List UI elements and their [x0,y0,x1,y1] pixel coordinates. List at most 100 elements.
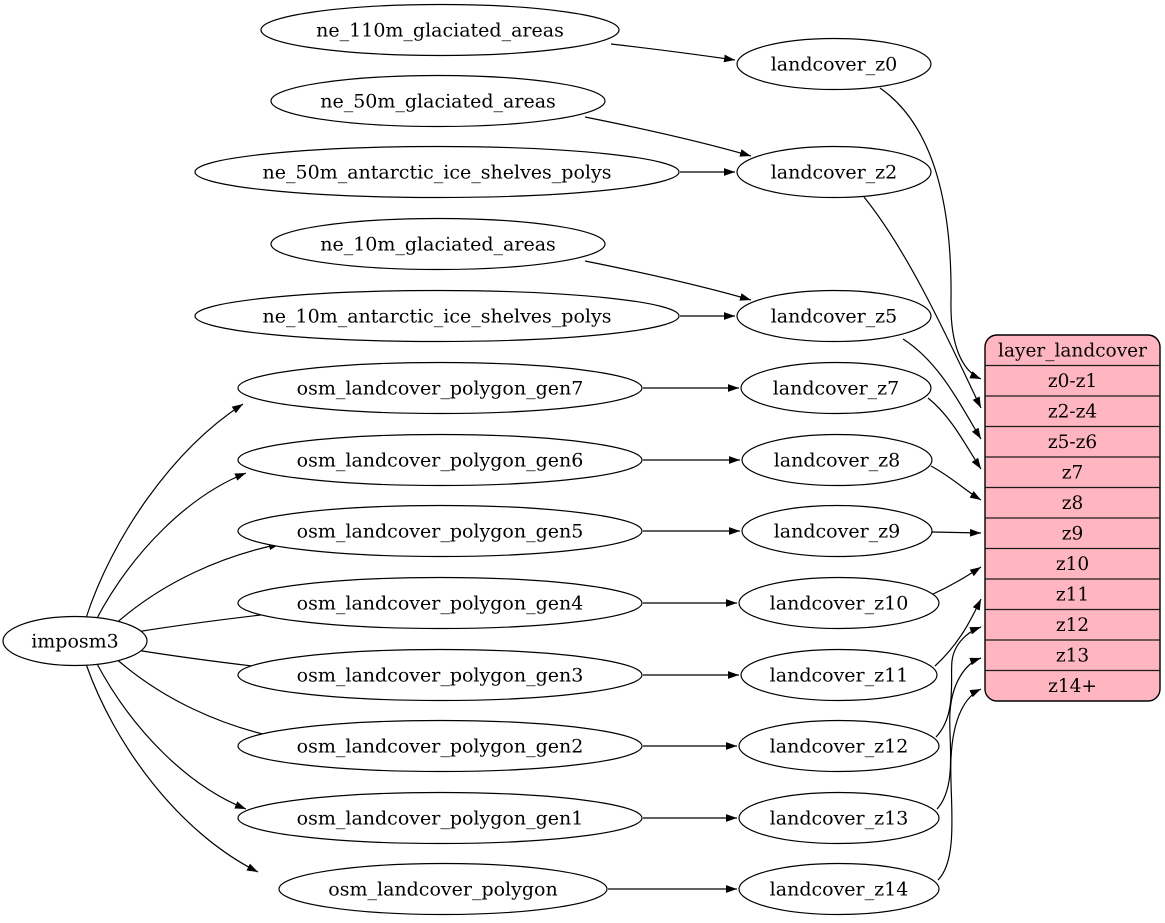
node-osm_landcover_polygon_gen7: osm_landcover_polygon_gen7 [237,361,643,415]
source-label: osm_landcover_polygon_gen1 [297,808,584,830]
edge-imposm3-osm_landcover_polygon_gen7 [85,403,244,619]
source-ellipse [270,217,606,271]
node-ne_10m_glaciated_areas: ne_10m_glaciated_areas [270,217,606,271]
node-landcover_z12: landcover_z12 [738,719,940,773]
view-ellipse [738,862,940,916]
source-label: osm_landcover_polygon_gen4 [297,593,584,615]
view-label: landcover_z2 [771,162,898,184]
edge-landcover_z2-layer-row-z2-z4 [863,196,982,409]
view-ellipse [740,361,932,415]
source-ellipse [194,289,680,343]
edge-imposm3-osm_landcover_polygon_gen5 [112,542,281,627]
view-ellipse [740,648,938,702]
view-label: landcover_z7 [773,378,900,400]
edge-imposm3-osm_landcover_polygon_gen2 [112,655,281,740]
view-ellipse [741,504,933,558]
source-ellipse [237,433,643,487]
view-label: landcover_z14 [770,879,909,901]
layer-row-z13: z13 [1056,646,1089,667]
edge-ne_10m_glaciated_areas-landcover_z5 [584,260,752,301]
layer-row-z0-z1: z0-z1 [1048,371,1097,392]
node-osm_landcover_polygon_gen2: osm_landcover_polygon_gen2 [237,719,643,773]
layer-row-z14plus: z14+ [1048,676,1097,697]
edge-landcover_z0-layer-row-z0-z1 [879,87,982,380]
source-label: ne_110m_glaciated_areas [316,20,564,42]
edge-landcover_z7-layer-row-z7 [927,397,982,470]
source-ellipse [237,361,643,415]
layer-row-z12: z12 [1056,615,1089,636]
node-osm_landcover_polygon_gen1: osm_landcover_polygon_gen1 [237,791,643,845]
edge-landcover_z13-layer-row-z13 [936,657,982,810]
view-label: landcover_z13 [770,808,909,830]
source-ellipse [270,74,606,128]
node-landcover_z13: landcover_z13 [738,791,940,845]
layer-row-z10: z10 [1056,554,1089,575]
edge-imposm3-osm_landcover_polygon [85,663,259,873]
view-label: landcover_z10 [770,593,909,615]
view-ellipse [736,37,932,91]
view-ellipse [738,791,940,845]
node-landcover_z9: landcover_z9 [741,504,933,558]
edge-landcover_z11-layer-row-z11 [934,598,982,667]
edge-landcover_z10-layer-row-z10 [930,566,982,596]
node-ne_50m_antarctic_ice_shelves_polys: ne_50m_antarctic_ice_shelves_polys [194,145,680,199]
layer-row-z11: z11 [1056,585,1089,606]
edge-landcover_z14-layer-row-z14plus [937,688,982,881]
node-landcover_z10: landcover_z10 [738,576,940,630]
view-label: landcover_z9 [774,521,901,543]
view-label: landcover_z11 [770,665,909,687]
view-label: landcover_z12 [770,736,909,758]
source-ellipse [237,648,643,702]
source-ellipse [194,145,680,199]
source-label: ne_50m_glaciated_areas [320,91,556,113]
view-ellipse [736,145,932,199]
layer-row-z5-z6: z5-z6 [1048,432,1097,453]
view-ellipse [738,576,940,630]
source-ellipse [260,3,620,57]
source-label: ne_10m_antarctic_ice_shelves_polys [263,306,612,328]
node-ne_10m_antarctic_ice_shelves_polys: ne_10m_antarctic_ice_shelves_polys [194,289,680,343]
node-osm_landcover_polygon_gen4: osm_landcover_polygon_gen4 [237,576,643,630]
imposm3-label: imposm3 [31,631,119,653]
node-osm_landcover_polygon_gen3: osm_landcover_polygon_gen3 [237,648,643,702]
edge-imposm3-osm_landcover_polygon_gen1 [95,661,247,810]
source-label: osm_landcover_polygon_gen2 [297,736,584,758]
view-ellipse [741,433,933,487]
node-ne_110m_glaciated_areas: ne_110m_glaciated_areas [260,3,620,57]
source-label: osm_landcover_polygon [328,879,557,901]
view-label: landcover_z8 [774,450,901,472]
node-landcover_z11: landcover_z11 [740,648,938,702]
source-label: osm_landcover_polygon_gen6 [297,450,584,472]
layer-row-z2-z4: z2-z4 [1048,402,1097,423]
node-osm_landcover_polygon_gen5: osm_landcover_polygon_gen5 [237,504,643,558]
node-osm_landcover_polygon: osm_landcover_polygon [278,862,608,916]
node-landcover_z5: landcover_z5 [736,289,932,343]
edge-ne_110m_glaciated_areas-landcover_z0 [610,43,736,63]
view-label: landcover_z0 [771,54,898,76]
source-label: ne_50m_antarctic_ice_shelves_polys [263,162,612,184]
node-landcover_z14: landcover_z14 [738,862,940,916]
layer-row-z7: z7 [1062,463,1084,484]
layer-row-z8: z8 [1062,493,1084,514]
edge-imposm3-osm_landcover_polygon_gen6 [95,472,247,621]
edge-landcover_z12-layer-row-z12 [935,626,982,738]
layer-title: layer_landcover [998,341,1147,362]
source-label: osm_landcover_polygon_gen3 [297,665,584,687]
edge-landcover_z9-layer-row-z9 [931,528,982,537]
node-landcover_z8: landcover_z8 [741,433,933,487]
edge-ne_50m_glaciated_areas-landcover_z2 [584,116,752,157]
source-ellipse [237,791,643,845]
node-layer_landcover: layer_landcover z0-z1 z2-z4 z5-z6 z7 z8 … [984,334,1161,702]
source-ellipse [237,719,643,773]
node-ne_50m_glaciated_areas: ne_50m_glaciated_areas [270,74,606,128]
source-label: osm_landcover_polygon_gen5 [297,521,584,543]
edges [85,43,982,893]
view-ellipse [736,289,932,343]
view-ellipse [738,719,940,773]
nodes: imposm3 ne_110m_glaciated_areas ne_50m_g… [2,3,940,916]
node-landcover_z7: landcover_z7 [740,361,932,415]
edge-landcover_z5-layer-row-z5-z6 [902,338,982,440]
edge-landcover_z8-layer-row-z8 [930,465,982,501]
